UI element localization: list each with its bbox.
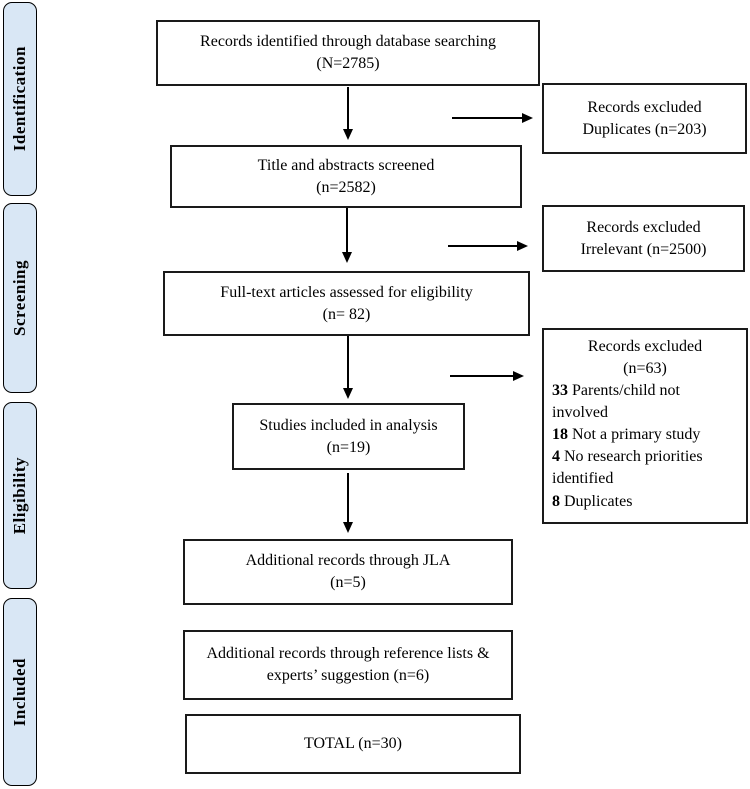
box-additional-jla-count: (n=5) [330,574,366,591]
box-additional-jla-text: Additional records through JLA [245,552,451,570]
down-arrow-screened-to-fulltext [341,208,352,263]
box-studies-included-text: Studies included in analysis [259,416,438,434]
box-excluded-duplicates-line1: Records excluded [587,98,702,116]
excluded-reason-item: 18 Not a primary study [552,426,701,444]
right-arrow-to-excluded-fulltext [450,370,524,381]
excluded-reason-item: 8 Duplicates [552,492,633,510]
stage-identification: Identification [3,2,37,196]
box-title-abstracts-screened-text: Title and abstracts screened [257,156,435,174]
box-total: TOTAL (n=30) [185,714,521,774]
box-additional-jla: Additional records through JLA (n=5) [183,539,513,605]
down-arrow-fulltext-to-included [342,336,353,399]
box-title-abstracts-screened-count: (n=2582) [316,178,376,196]
box-excluded-fulltext-line2: (n=63) [623,360,667,378]
box-fulltext-assessed-count: (n= 82) [322,305,371,323]
box-excluded-irrelevant-line2: Irrelevant (n=2500) [580,240,707,258]
down-arrow-identified-to-screened [342,87,353,140]
down-arrow-included-to-jla [342,473,353,533]
right-arrow-to-excluded-irrelevant [448,240,528,251]
right-arrow-to-excluded-duplicates [452,112,533,123]
stage-screening: Screening [3,203,37,393]
stage-eligibility-label: Eligibility [10,456,29,535]
stage-included-label: Included [10,657,29,727]
box-records-identified-count: (N=2785) [316,55,380,72]
box-fulltext-assessed-text: Full-text articles assessed for eligibil… [220,283,473,301]
stage-identification-label: Identification [10,46,29,152]
box-excluded-irrelevant-line1: Records excluded [586,218,701,236]
box-excluded-duplicates-line2: Duplicates (n=203) [582,120,707,138]
box-excluded-irrelevant: Records excluded Irrelevant (n=2500) [542,205,745,272]
box-studies-included: Studies included in analysis (n=19) [232,403,465,470]
box-excluded-fulltext: Records excluded (n=63) 33 Parents/child… [542,328,748,524]
box-records-identified-text: Records identified through database sear… [200,33,496,51]
stage-screening-label: Screening [10,260,29,336]
box-fulltext-assessed: Full-text articles assessed for eligibil… [163,271,530,336]
box-additional-reference-text: Additional records through reference lis… [206,645,490,684]
box-total-text: TOTAL (n=30) [304,735,402,753]
box-excluded-duplicates: Records excluded Duplicates (n=203) [542,83,747,154]
box-records-identified: Records identified through database sear… [156,20,540,86]
stage-eligibility: Eligibility [3,402,37,589]
box-title-abstracts-screened: Title and abstracts screened (n=2582) [170,145,522,208]
stage-included: Included [3,598,37,786]
excluded-reason-item: 4 No research priorities identified [552,448,703,488]
excluded-reason-item: 33 Parents/child not involved [552,382,680,422]
box-excluded-fulltext-line1: Records excluded [587,338,703,355]
box-additional-reference: Additional records through reference lis… [183,630,513,700]
box-studies-included-count: (n=19) [326,438,371,456]
